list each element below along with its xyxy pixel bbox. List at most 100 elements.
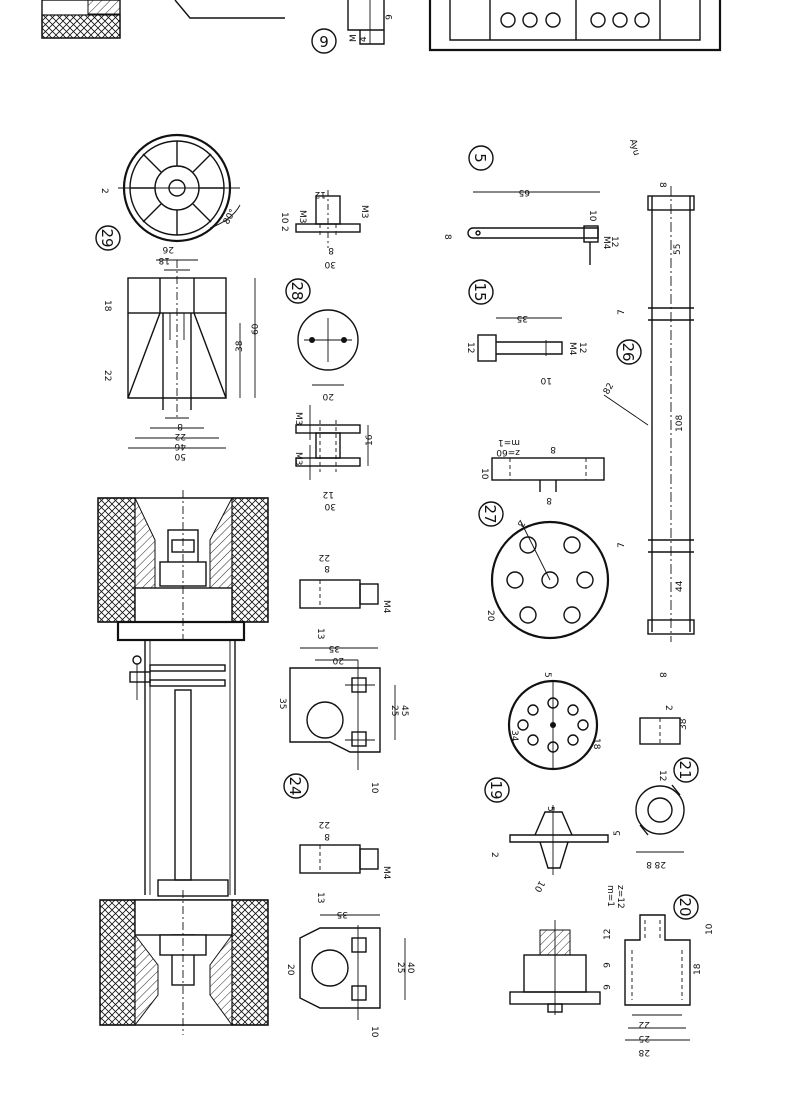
- svg-text:5: 5: [471, 153, 489, 163]
- svg-text:10: 10: [587, 210, 597, 222]
- svg-text:40: 40: [405, 962, 415, 974]
- svg-text:8: 8: [657, 182, 667, 188]
- svg-text:108: 108: [675, 415, 685, 432]
- svg-text:27: 27: [481, 504, 499, 523]
- svg-text:30: 30: [324, 501, 336, 511]
- svg-text:45: 45: [399, 705, 409, 716]
- upper-wheel-section: [97, 490, 269, 640]
- svg-text:12: 12: [657, 770, 667, 781]
- svg-text:35: 35: [277, 698, 287, 709]
- part-9-group: 9 M 4 9: [311, 0, 395, 54]
- svg-text:10: 10: [279, 212, 289, 224]
- svg-text:M4: M4: [601, 236, 611, 250]
- svg-text:20: 20: [485, 610, 495, 622]
- svg-text:18: 18: [158, 255, 170, 265]
- part-5-group: 5 65 10 8 M4 12: [442, 145, 619, 265]
- svg-text:8: 8: [550, 444, 556, 454]
- svg-text:12: 12: [323, 489, 334, 499]
- part-number-label: 9: [319, 33, 329, 51]
- svg-text:35: 35: [517, 313, 528, 323]
- svg-text:50: 50: [174, 451, 186, 461]
- svg-text:M4: M4: [567, 342, 577, 356]
- cone-section-view: 18 26 18 22 38 60 8 22 46 50: [102, 244, 261, 461]
- svg-text:12: 12: [577, 342, 587, 353]
- part-20-section-view: m=1 z=12 10 12 9 9 18 22 25 28: [603, 885, 715, 1057]
- svg-text:18: 18: [102, 300, 112, 312]
- svg-text:28: 28: [638, 1047, 650, 1057]
- svg-text:25: 25: [395, 962, 405, 973]
- svg-text:22: 22: [175, 431, 186, 441]
- svg-text:60: 60: [251, 323, 261, 335]
- svg-text:10: 10: [705, 923, 715, 935]
- svg-text:35: 35: [329, 643, 340, 653]
- svg-text:10: 10: [540, 375, 552, 385]
- part-20-assembly-view: [509, 920, 601, 1015]
- svg-text:44: 44: [675, 580, 685, 592]
- svg-text:5: 5: [545, 806, 555, 812]
- svg-text:20: 20: [322, 391, 334, 401]
- svg-text:z=12: z=12: [615, 885, 625, 909]
- svg-text:16: 16: [365, 434, 375, 446]
- svg-text:m=1: m=1: [498, 437, 520, 447]
- svg-text:2: 2: [489, 852, 499, 858]
- svg-text:22: 22: [102, 370, 112, 381]
- svg-text:22: 22: [319, 552, 330, 562]
- svg-text:30: 30: [324, 259, 336, 269]
- svg-text:8: 8: [657, 672, 667, 678]
- part-28-top-view: 12 M3 M3 10 2 8 30: [279, 189, 369, 269]
- part-28-disc-view: 20: [297, 309, 359, 401]
- part-27-group: m=1 z=60 8 10 8 27 3 20: [478, 437, 610, 640]
- top-right-housing-fragment: [428, 0, 722, 52]
- svg-text:10: 10: [369, 1026, 379, 1038]
- part-19-group: 19 5 34 18 5 5 2 10: [484, 672, 623, 894]
- svg-text:3: 3: [515, 519, 527, 529]
- part-number-circle: [311, 28, 337, 54]
- svg-text:26: 26: [619, 342, 637, 361]
- svg-text:M4: M4: [381, 866, 391, 880]
- svg-text:20: 20: [285, 964, 295, 976]
- svg-text:9: 9: [603, 984, 613, 990]
- svg-text:4: 4: [359, 36, 369, 42]
- svg-text:m=1: m=1: [605, 885, 615, 907]
- svg-text:8: 8: [328, 245, 334, 255]
- svg-text:12: 12: [609, 236, 619, 247]
- svg-text:24: 24: [286, 776, 304, 795]
- main-assembly-group: [97, 490, 269, 1035]
- central-frame: [129, 640, 236, 897]
- svg-text:20: 20: [332, 655, 344, 665]
- svg-text:M4: M4: [381, 600, 391, 614]
- svg-text:8: 8: [324, 563, 330, 573]
- wheel-end-view: 80° 2: [99, 133, 241, 243]
- svg-text:65: 65: [519, 187, 530, 197]
- lower-wheel-section: [99, 890, 269, 1035]
- svg-text:21: 21: [676, 760, 694, 779]
- svg-text:25: 25: [389, 705, 399, 716]
- top-left-fragment: [41, 0, 285, 39]
- svg-text:18: 18: [693, 963, 703, 975]
- part-24-group: 24 22 8 M4 13 35 20 35 25 45 10: [277, 552, 415, 1038]
- part-21-group: 2 38 21 12 8 28: [635, 705, 699, 869]
- svg-text:34: 34: [509, 730, 519, 742]
- svg-text:8: 8: [442, 234, 452, 240]
- svg-text:25: 25: [639, 1033, 650, 1043]
- svg-text:12: 12: [315, 189, 326, 199]
- svg-text:10: 10: [369, 782, 379, 794]
- svg-text:8: 8: [546, 495, 552, 505]
- svg-text:12: 12: [465, 342, 475, 353]
- svg-text:M3: M3: [293, 452, 303, 466]
- part-24-lower-bracket: 22 8 M4 13 35 20 25 40 10: [285, 819, 415, 1038]
- signature: Ayu: [627, 138, 641, 157]
- svg-text:8: 8: [646, 859, 652, 869]
- svg-text:5: 5: [613, 830, 623, 836]
- svg-text:9: 9: [385, 14, 395, 20]
- svg-text:2: 2: [99, 188, 109, 194]
- svg-text:M: M: [349, 34, 359, 42]
- svg-text:38: 38: [679, 718, 689, 730]
- part-29-group: 29 80° 2 18 26 18: [95, 133, 261, 461]
- svg-text:82: 82: [602, 382, 616, 397]
- part-15-group: 15 35 12 M4 12 10: [465, 279, 587, 385]
- svg-text:2: 2: [279, 226, 289, 232]
- svg-text:M3: M3: [293, 412, 303, 426]
- svg-text:10: 10: [479, 468, 489, 480]
